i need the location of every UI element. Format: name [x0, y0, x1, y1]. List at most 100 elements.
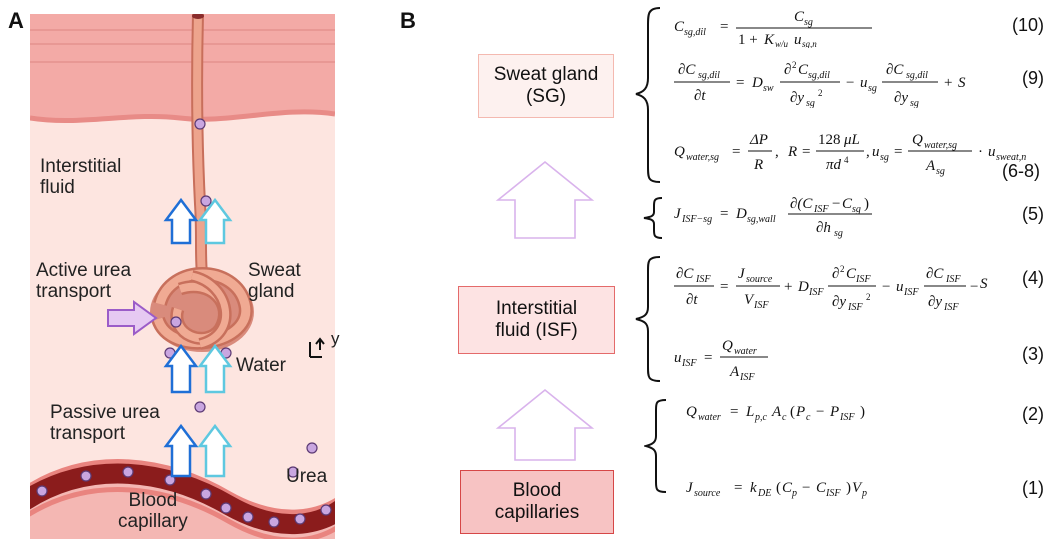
svg-text:Q: Q — [674, 144, 685, 160]
panel-a-letter: A — [8, 8, 24, 33]
svg-text:2: 2 — [840, 264, 845, 274]
svg-text:u: u — [988, 144, 996, 160]
svg-text:ISF: ISF — [855, 274, 871, 285]
brace-isf-sg — [643, 197, 663, 239]
svg-text:−: − — [816, 404, 824, 420]
arrow-purple-active — [107, 300, 158, 336]
svg-text:): ) — [846, 480, 851, 496]
arrow-cyan-middle — [197, 343, 233, 394]
svg-text:∂t: ∂t — [686, 292, 698, 308]
svg-text:V: V — [852, 480, 863, 496]
epidermis-layer — [30, 14, 335, 121]
svg-text:πd: πd — [826, 157, 842, 173]
panel-b-letter: B — [400, 8, 416, 33]
arrow-cyan-upper — [197, 197, 233, 245]
svg-text:u: u — [896, 279, 904, 295]
svg-text:ISF: ISF — [839, 412, 855, 423]
svg-text:∂: ∂ — [784, 62, 791, 78]
svg-text:sg,n: sg,n — [802, 39, 817, 48]
svg-text:∂y: ∂y — [832, 294, 846, 310]
svg-text:−: − — [802, 480, 810, 496]
equation-number-6-8: (6-8) — [1002, 161, 1041, 181]
svg-text:2: 2 — [866, 292, 871, 302]
svg-text:2: 2 — [818, 88, 823, 98]
svg-text:water,sg: water,sg — [686, 152, 719, 163]
arrow-blue-lower — [163, 423, 199, 478]
svg-text:sg: sg — [910, 98, 919, 108]
svg-text:∂y: ∂y — [928, 294, 942, 310]
label-passive-urea-transport: Passive urea transport — [50, 402, 160, 444]
box-line: (SG) — [525, 86, 567, 107]
svg-text:S: S — [958, 75, 966, 91]
svg-text:=: = — [734, 480, 742, 496]
svg-text:·: · — [978, 144, 983, 160]
svg-text:∂C: ∂C — [678, 62, 696, 78]
svg-text:sg,dil: sg,dil — [808, 70, 830, 81]
svg-text:ISF−sg: ISF−sg — [681, 214, 712, 225]
svg-text:V: V — [744, 292, 755, 308]
label-line: Interstitial — [40, 156, 122, 177]
svg-text:water: water — [698, 412, 721, 423]
svg-text:sg: sg — [880, 152, 889, 163]
svg-text:−: − — [832, 196, 840, 212]
svg-text:128: 128 — [818, 132, 841, 148]
svg-text:K: K — [763, 32, 775, 48]
brace-sg — [635, 7, 661, 183]
urea-dots — [36, 118, 332, 528]
box-line: capillaries — [494, 502, 580, 523]
svg-text:sg,dil: sg,dil — [684, 27, 706, 38]
box-line: fluid (ISF) — [495, 320, 578, 341]
svg-text:=: = — [802, 144, 810, 160]
svg-text:=: = — [720, 19, 728, 35]
label-line: gland — [248, 281, 295, 302]
svg-text:,: , — [866, 144, 870, 160]
svg-text:C: C — [794, 9, 805, 25]
svg-text:source: source — [694, 488, 721, 499]
arrow-blood-to-isf — [495, 388, 595, 461]
svg-text:C: C — [674, 19, 685, 35]
label-urea: Urea — [286, 466, 328, 487]
svg-text:J: J — [686, 480, 694, 496]
svg-text:∂(C: ∂(C — [790, 196, 813, 212]
svg-text:ISF: ISF — [903, 287, 919, 298]
label-axis-y: y — [331, 329, 340, 348]
brace-blood — [644, 399, 667, 493]
equation-number-4: (4) — [1022, 268, 1044, 288]
box-interstitial-fluid: Interstitial fluid (ISF) — [458, 286, 615, 354]
svg-text:u: u — [794, 32, 802, 48]
svg-text:J: J — [674, 206, 682, 222]
svg-text:+: + — [944, 75, 952, 91]
svg-text:=: = — [720, 206, 728, 222]
svg-text:=: = — [732, 144, 740, 160]
label-line: Passive urea — [50, 402, 160, 423]
svg-text:−: − — [882, 279, 890, 295]
svg-text:C: C — [846, 266, 857, 282]
svg-text:A: A — [729, 364, 740, 380]
svg-text:(: ( — [790, 404, 795, 420]
svg-text:J: J — [738, 266, 746, 282]
svg-text:L: L — [745, 404, 754, 420]
box-sweat-gland: Sweat gland (SG) — [478, 54, 614, 118]
svg-text:u: u — [872, 144, 880, 160]
svg-text:u: u — [860, 75, 868, 91]
svg-text:sw: sw — [763, 83, 774, 94]
svg-text:4: 4 — [844, 155, 849, 165]
svg-text:−: − — [970, 279, 978, 295]
box-line: Sweat gland — [493, 64, 599, 85]
svg-text:sg: sg — [868, 83, 877, 94]
box-line: Interstitial — [495, 298, 578, 319]
svg-text:=: = — [720, 279, 728, 295]
svg-text:ISF: ISF — [847, 302, 863, 312]
svg-text:sg,wall: sg,wall — [747, 214, 776, 225]
svg-text:): ) — [860, 404, 865, 420]
svg-text:∂y: ∂y — [790, 90, 804, 106]
equation-number-9: (9) — [1022, 68, 1044, 88]
svg-text:u: u — [674, 350, 682, 366]
svg-text:Q: Q — [686, 404, 697, 420]
svg-text:source: source — [746, 274, 773, 285]
